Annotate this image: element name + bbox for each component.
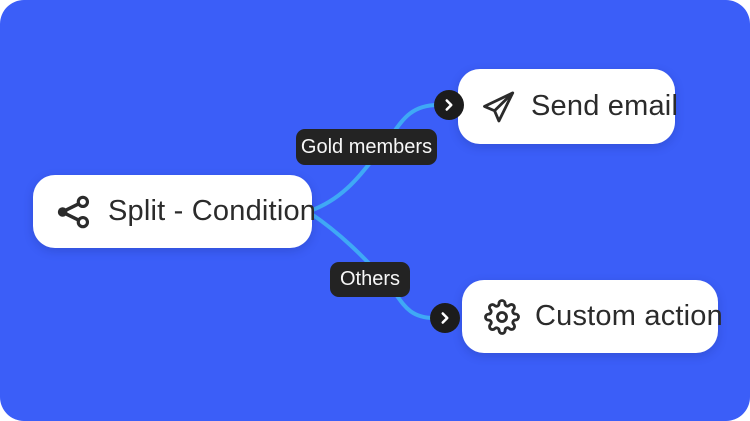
chevron-right-icon (441, 312, 449, 324)
node-label: Send email (531, 90, 679, 122)
branch-label-text: Others (339, 268, 401, 290)
node-label: Custom action (535, 300, 723, 332)
branch-label-text: Gold members (300, 135, 433, 158)
node-split-condition[interactable]: Split - Condition (33, 175, 316, 248)
branch-entry-badge-send-email[interactable] (434, 90, 464, 120)
branch-label-gold-members[interactable]: Gold members (296, 129, 437, 165)
branch-entry-badge-custom-action[interactable] (430, 303, 460, 333)
chevron-right-icon (445, 99, 453, 111)
send-icon (483, 90, 515, 122)
node-custom-action[interactable]: Custom action (462, 280, 723, 353)
split-icon (57, 195, 90, 228)
node-send-email[interactable]: Send email (458, 69, 679, 144)
branch-label-others[interactable]: Others (330, 262, 410, 297)
gear-icon (484, 298, 520, 335)
node-label: Split - Condition (108, 195, 317, 227)
